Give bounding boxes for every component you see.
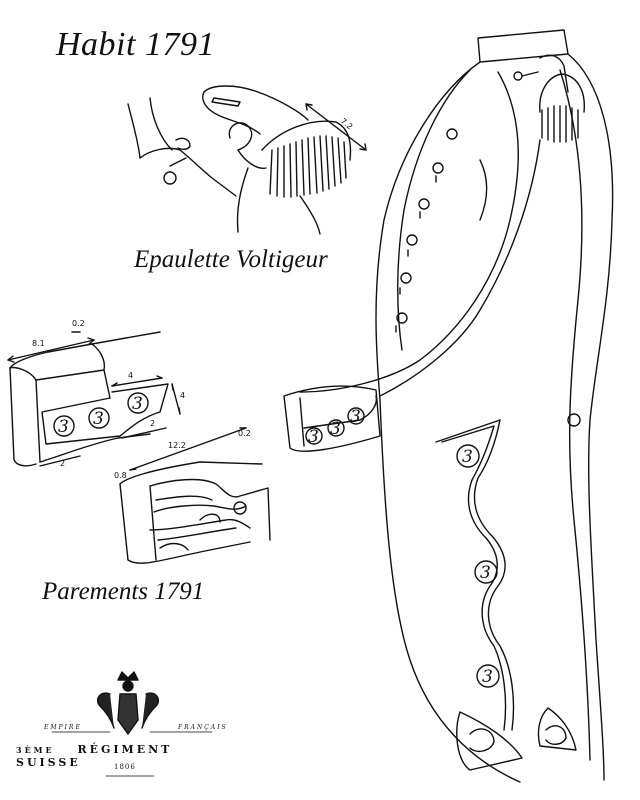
emblem-empire: EMPIRE (44, 724, 82, 731)
page-title: Habit 1791 (56, 26, 215, 63)
flap-height-label: 4 (180, 391, 185, 400)
cuff2-piping-label: 0.2 (238, 429, 251, 438)
emblem-year: 1806 (114, 763, 136, 771)
epaulette-fringe (269, 135, 347, 198)
flap-width-label: 4 (128, 371, 133, 380)
pocket-button-1-number: 3 (462, 447, 473, 467)
coat-drawing: 3 3 3 3 3 3 (283, 29, 614, 783)
emblem-regiment: RÉGIMENT (77, 743, 173, 756)
flap-bottom-label: 2 (150, 419, 155, 428)
parements-caption: Parements 1791 (42, 578, 205, 605)
cuff-width-label: 8.1 (32, 339, 45, 348)
emblem-francais: FRANÇAIS (178, 724, 228, 731)
pocket-button-3-number: 3 (482, 667, 493, 687)
cuff-piping-label: 0.2 (72, 319, 85, 328)
cuff-detail-1: 3 3 3 8.1 0.2 4 4 2 2 (7, 319, 185, 468)
cuff1-button-1-number: 3 (58, 417, 69, 437)
cuff2-length-label: 12.2 (168, 441, 186, 450)
coat-cuff-button-3-number: 3 (350, 407, 361, 427)
coat-cuff-button-2-number: 3 (330, 419, 341, 439)
cuff1-button-2-number: 3 (93, 409, 104, 429)
regiment-emblem (51, 671, 213, 777)
pocket-button-2-number: 3 (480, 563, 491, 583)
cuff2-edge-label: 0.8 (114, 471, 127, 480)
epaulette-caption: Epaulette Voltigeur (134, 246, 328, 273)
emblem-suisse: SUISSE (16, 756, 81, 769)
cuff-bottom-label: 2 (60, 459, 65, 468)
cuff-detail-2: 12.2 0.2 0.8 (114, 427, 271, 564)
emblem-regiment-line: 3ÈME RÉGIMENT SUISSE (16, 743, 248, 769)
emblem-ordinal: 3ÈME (16, 745, 55, 755)
cuff1-button-3-number: 3 (132, 394, 143, 414)
epaulette-detail: 7.2 (127, 85, 367, 235)
epaulette-length-label: 7.2 (339, 116, 355, 131)
coat-cuff-button-1-number: 3 (308, 427, 319, 447)
